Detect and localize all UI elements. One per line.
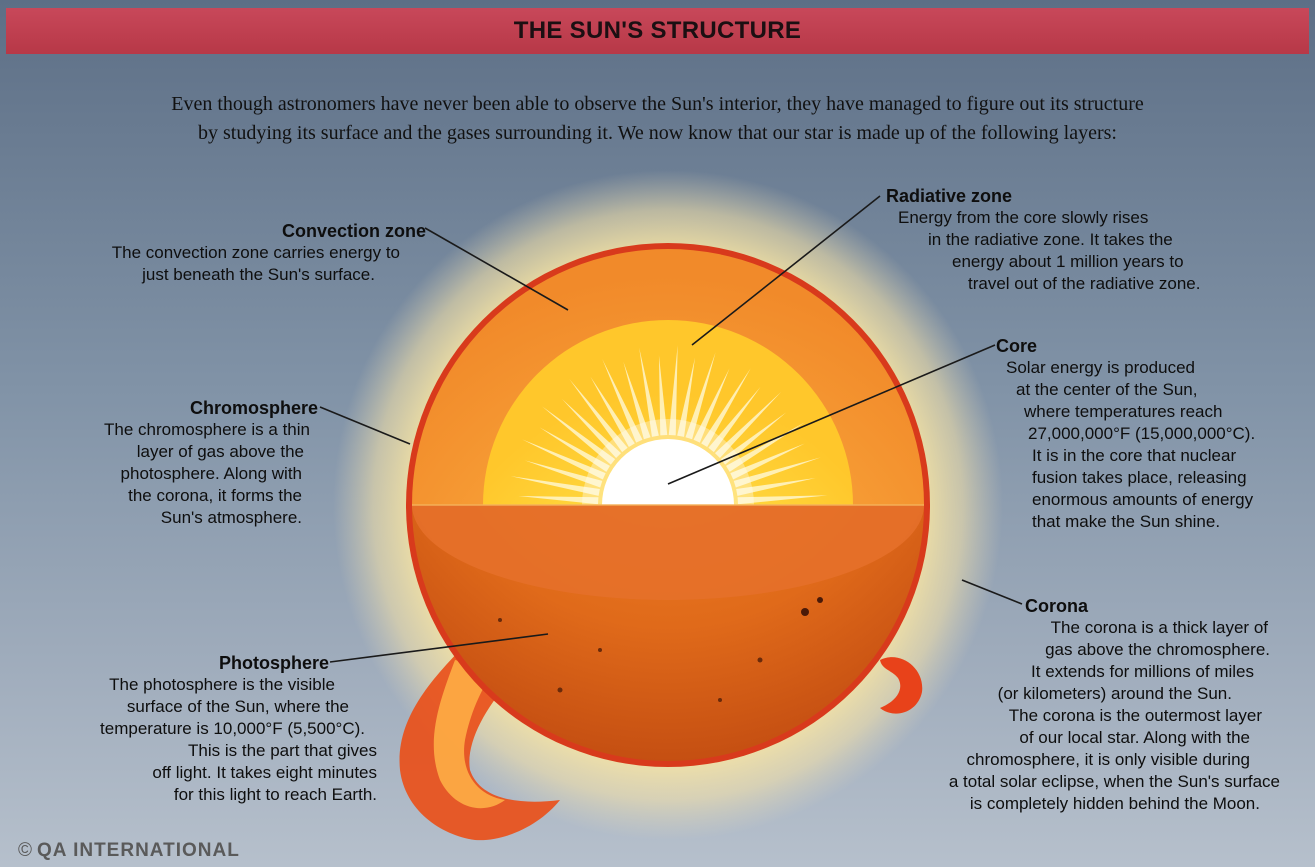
corona-text: The corona is a thick layer of [860,617,1268,639]
photosphere-text: off light. It takes eight minutes [40,762,377,784]
core-label: Core Solar energy is produced at the cen… [996,335,1306,533]
corona-text: a total solar eclipse, when the Sun's su… [860,771,1280,793]
radiative-zone-text: travel out of the radiative zone. [968,273,1286,295]
corona-text: of our local star. Along with the [860,727,1250,749]
core-text: where temperatures reach [1024,401,1306,423]
radiative-zone-text: in the radiative zone. It takes the [928,229,1286,251]
chromosphere-title: Chromosphere [30,397,318,419]
corona-text: gas above the chromosphere. [860,639,1270,661]
chromosphere-text: photosphere. Along with [30,463,302,485]
core-text: fusion takes place, releasing [1032,467,1306,489]
chromosphere-text: the corona, it forms the [30,485,302,507]
corona-text: chromosphere, it is only visible during [860,749,1250,771]
core-text: It is in the core that nuclear [1032,445,1306,467]
chromosphere-label: Chromosphere The chromosphere is a thin … [30,397,318,529]
corona-text: is completely hidden behind the Moon. [860,793,1260,815]
photosphere-label: Photosphere The photosphere is the visib… [40,652,385,806]
convection-zone-label: Convection zone The convection zone carr… [48,220,428,286]
convection-zone-title: Convection zone [48,220,426,242]
core-text: at the center of the Sun, [1016,379,1306,401]
credit-text: QA INTERNATIONAL [37,840,240,861]
radiative-zone-text: energy about 1 million years to [952,251,1286,273]
radiative-zone-title: Radiative zone [886,185,1286,207]
convection-zone-text: just beneath the Sun's surface. [48,264,375,286]
chromosphere-text: The chromosphere is a thin [30,419,310,441]
photosphere-text: The photosphere is the visible [40,674,335,696]
corona-text: It extends for millions of miles [860,661,1254,683]
core-text: Solar energy is produced [1006,357,1306,379]
photosphere-text: This is the part that gives [40,740,377,762]
photosphere-text: temperature is 10,000°F (5,500°C). [40,718,365,740]
chromosphere-text: layer of gas above the [30,441,304,463]
core-text: that make the Sun shine. [1032,511,1306,533]
corona-label: Corona The corona is a thick layer of ga… [860,595,1280,815]
photosphere-text: for this light to reach Earth. [40,784,377,806]
corona-text: (or kilometers) around the Sun. [860,683,1232,705]
chromosphere-text: Sun's atmosphere. [30,507,302,529]
radiative-zone-label: Radiative zone Energy from the core slow… [886,185,1286,295]
photosphere-title: Photosphere [40,652,329,674]
core-text: 27,000,000°F (15,000,000°C). [1028,423,1306,445]
photosphere-text: surface of the Sun, where the [40,696,349,718]
core-text: enormous amounts of energy [1032,489,1306,511]
radiative-zone-text: Energy from the core slowly rises [898,207,1286,229]
copyright-symbol: © [18,840,33,861]
core-title: Core [996,335,1306,357]
corona-title: Corona [1025,595,1280,617]
convection-zone-text: The convection zone carries energy to [48,242,400,264]
credit: ©QA INTERNATIONAL [18,840,240,862]
corona-text: The corona is the outermost layer [860,705,1262,727]
